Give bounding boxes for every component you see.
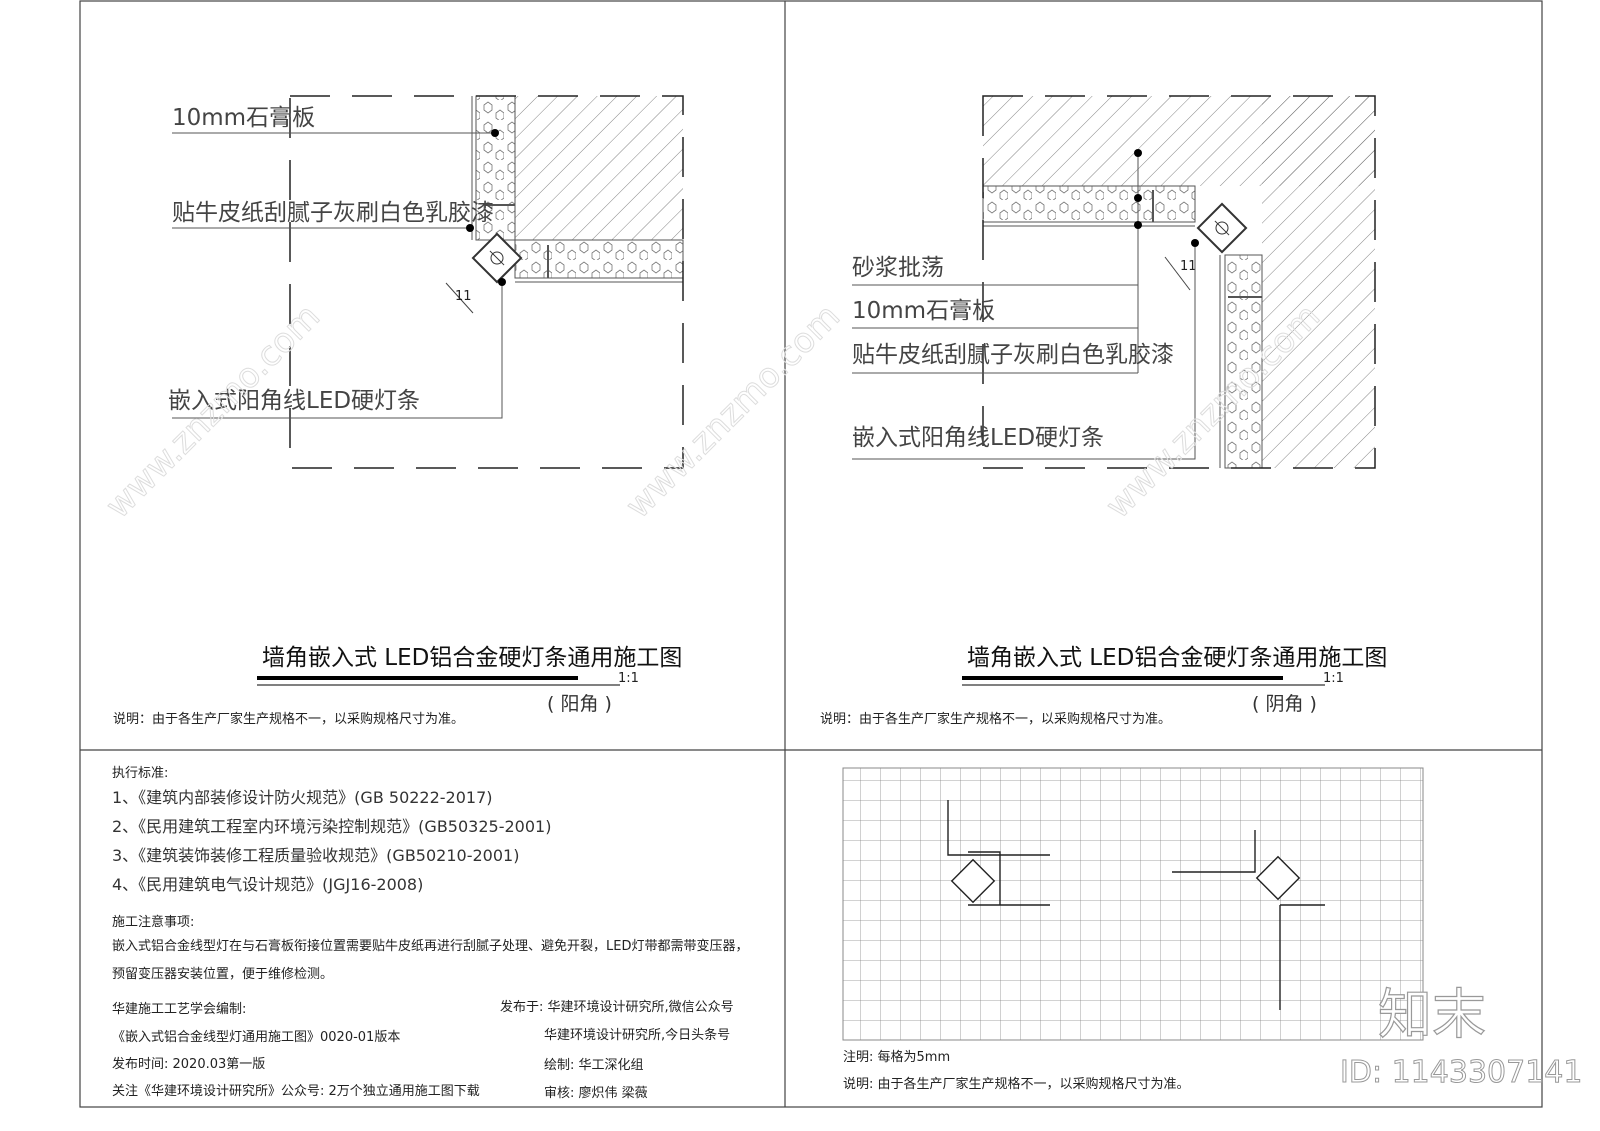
led-profile-icon: [471, 232, 523, 284]
standard-item: 2、《民用建筑工程室内环境污染控制规范》(GB50325-2001): [112, 817, 551, 836]
outer-corner-sketch: [947, 800, 1050, 906]
standard-item: 4、《民用建筑电气设计规范》(JGJ16-2008): [112, 875, 423, 894]
label-gypsum: 10mm石膏板: [852, 298, 995, 324]
credit-line: 关注《华建环境设计研究所》公众号: 2万个独立通用施工图下载: [112, 1084, 480, 1099]
watermark-logo: 知末: [1378, 983, 1486, 1046]
drawing-subtitle: ( 阴角 ): [1252, 693, 1317, 715]
drawing-title: 墙角嵌入式 LED铝合金硬灯条通用施工图: [262, 645, 682, 671]
label-finish: 贴牛皮纸刮腻子灰刷白色乳胶漆: [852, 342, 1174, 368]
drawing-subtitle: ( 阳角 ): [547, 693, 612, 715]
credit-line: 审核: 廖炽伟 梁薇: [544, 1085, 648, 1101]
note-line: 嵌入式铝合金线型灯在与石膏板衔接位置需要贴牛皮纸再进行刮腻子处理、避免开裂，LE…: [112, 938, 748, 954]
standard-item: 3、《建筑装饰装修工程质量验收规范》(GB50210-2001): [112, 846, 519, 865]
standards-block: 执行标准: 1、《建筑内部装修设计防火规范》(GB 50222-2017) 2、…: [112, 766, 748, 1101]
grid-panel: 注明: 每格为5mm 说明: 由于各生产厂家生产规格不一，以采购规格尺寸为准。: [842, 767, 1424, 1092]
dimension: [445, 282, 474, 314]
standards-heading: 执行标准:: [112, 766, 168, 781]
outer-corner-detail: 11 10mm石膏板 贴牛皮纸刮腻子灰刷白色乳胶漆 嵌入式阳角线LED硬灯条 墙…: [113, 95, 684, 727]
credit-line: 华建施工工艺学会编制:: [112, 1001, 246, 1017]
credit-line: 发布时间: 2020.03第一版: [112, 1056, 265, 1072]
dimension-label: 11: [1180, 259, 1197, 274]
credit-line: 华建环境设计研究所,今日头条号: [544, 1027, 730, 1043]
sheet-frame: [79, 0, 1543, 1108]
credit-line: 绘制: 华工深化组: [544, 1058, 644, 1073]
dimension-label: 11: [455, 289, 472, 304]
led-profile-icon: [1196, 202, 1248, 254]
grid-disclaimer: 说明: 由于各生产厂家生产规格不一，以采购规格尺寸为准。: [843, 1076, 1190, 1092]
label-finish: 贴牛皮纸刮腻子灰刷白色乳胶漆: [172, 200, 494, 226]
drawing-scale: 1:1: [1323, 671, 1344, 686]
label-led: 嵌入式阳角线LED硬灯条: [168, 388, 420, 414]
inner-corner-detail: 11 砂浆批荡 10mm石膏板 贴牛皮纸刮腻子灰刷白色乳胶漆 嵌入式阳角线LED…: [820, 95, 1387, 727]
watermark-site: www.znzmo.com: [618, 296, 848, 526]
drawing-title: 墙角嵌入式 LED铝合金硬灯条通用施工图: [967, 645, 1387, 671]
credit-line: 发布于: 华建环境设计研究所,微信公众号: [500, 999, 734, 1015]
label-mortar: 砂浆批荡: [852, 255, 944, 281]
credit-line: 《嵌入式铝合金线型灯通用施工图》0020-01版本: [112, 1029, 400, 1045]
notes-heading: 施工注意事项:: [112, 914, 194, 930]
drawing-scale: 1:1: [618, 671, 639, 686]
note-line: 预留变压器安装位置，便于维修检测。: [112, 966, 333, 982]
inner-corner-sketch: [1172, 830, 1325, 1010]
watermark-id: ID: 1143307141: [1340, 1055, 1582, 1090]
label-led: 嵌入式阳角线LED硬灯条: [852, 425, 1104, 451]
drawing-note: 说明：由于各生产厂家生产规格不一，以采购规格尺寸为准。: [820, 711, 1171, 727]
drawing-note: 说明：由于各生产厂家生产规格不一，以采购规格尺寸为准。: [113, 711, 464, 727]
label-gypsum: 10mm石膏板: [172, 105, 315, 131]
standard-item: 1、《建筑内部装修设计防火规范》(GB 50222-2017): [112, 788, 493, 807]
grid-note: 注明: 每格为5mm: [843, 1049, 950, 1065]
